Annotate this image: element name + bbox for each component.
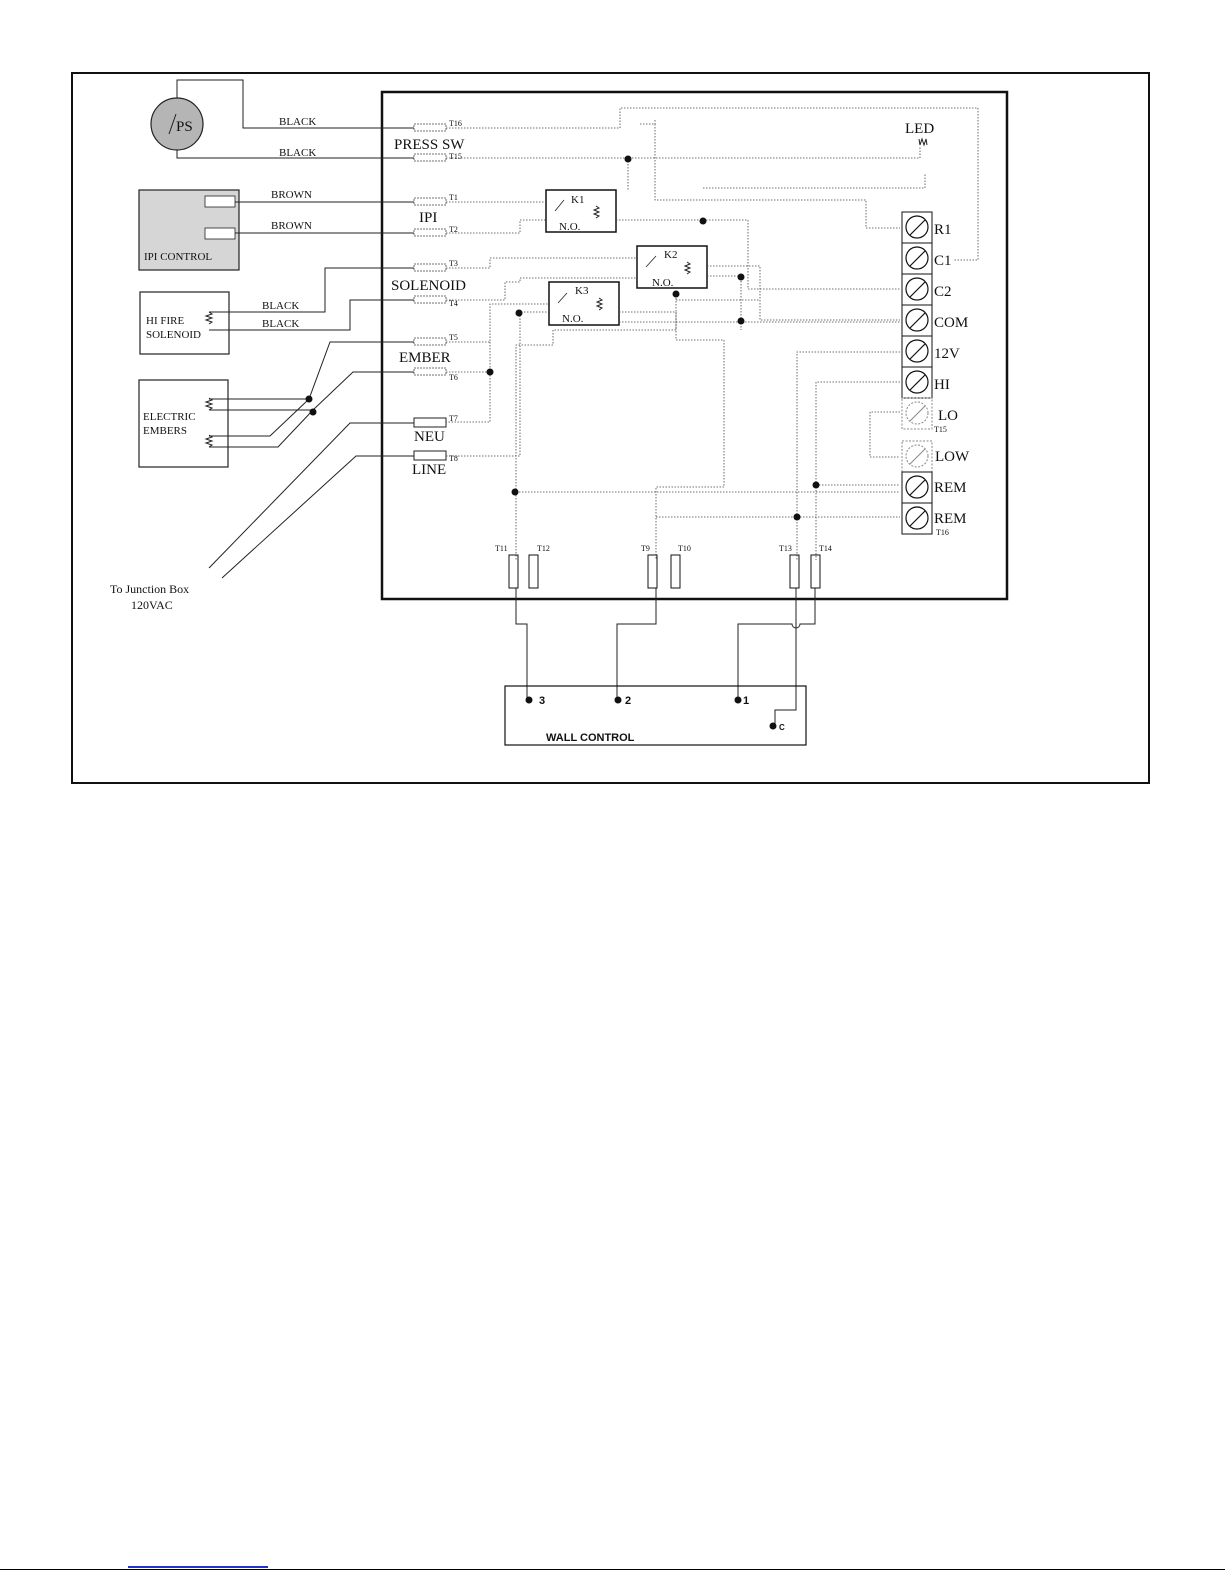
terminal-t13: T13: [779, 544, 792, 553]
wall-terminal-2: 2: [625, 695, 631, 707]
wall-control-label: WALL CONTROL: [546, 732, 635, 744]
terminal-12v: 12V: [934, 346, 960, 362]
outer-frame: [72, 73, 1149, 783]
wall-terminal-c: C: [779, 723, 785, 732]
wire-black-3: BLACK: [262, 300, 299, 312]
terminal-t3: T3: [449, 259, 458, 268]
terminal-low: LOW: [935, 449, 970, 465]
wire-black-2: BLACK: [279, 147, 316, 159]
terminal-c2: C2: [934, 284, 952, 300]
relay-k1: K1 N.O.: [546, 190, 616, 233]
hi-fire-label-1: HI FIRE: [146, 315, 184, 327]
relay-k1-name: K1: [571, 194, 584, 206]
label-line: LINE: [412, 462, 446, 478]
embers-label-2: EMBERS: [143, 425, 187, 437]
wall-terminal-1: 1: [743, 695, 749, 707]
terminal-t11: T11: [495, 544, 508, 553]
wire-brown-1: BROWN: [271, 189, 312, 201]
label-press-sw: PRESS SW: [394, 137, 465, 153]
terminal-t14: T14: [819, 544, 832, 553]
terminal-t1: T1: [449, 193, 458, 202]
terminal-t5: T5: [449, 333, 458, 342]
ipi-control-label: IPI CONTROL: [144, 251, 212, 263]
wall-control-box: 3 2 1 C WALL CONTROL: [505, 686, 806, 745]
wire-brown-2: BROWN: [271, 220, 312, 232]
terminal-hi: HI: [934, 377, 950, 393]
terminal-rem-2: REM: [934, 511, 967, 527]
ps-label: PS: [176, 119, 193, 135]
label-ipi: IPI: [419, 210, 437, 226]
terminal-t16: T16: [449, 119, 462, 128]
label-solenoid: SOLENOID: [391, 278, 466, 294]
wire-black-1: BLACK: [279, 116, 316, 128]
terminal-strip: R1 C1 C2 COM 12V HI LO T15 LOW REM REM T…: [902, 212, 970, 537]
terminal-r1: R1: [934, 222, 952, 238]
relay-k2-name: K2: [664, 249, 677, 261]
wire-black-4: BLACK: [262, 318, 299, 330]
relay-k2: K2 N.O.: [637, 246, 707, 289]
relay-k1-contact: N.O.: [559, 221, 581, 233]
terminal-t7: T7: [449, 414, 458, 423]
board-traces: [446, 108, 978, 560]
terminal-t12: T12: [537, 544, 550, 553]
hi-fire-solenoid-box: HI FIRE SOLENOID: [140, 292, 229, 354]
terminal-t10: T10: [678, 544, 691, 553]
terminal-c1: C1: [934, 253, 952, 269]
junction-label-2: 120VAC: [131, 598, 173, 612]
pressure-switch: PS: [151, 98, 203, 150]
relay-k3-name: K3: [575, 285, 589, 297]
terminal-lo-note: T15: [934, 425, 947, 434]
junction-dots: [487, 156, 820, 521]
terminal-rem-1: REM: [934, 480, 967, 496]
terminal-com: COM: [934, 315, 968, 331]
relay-k3-contact: N.O.: [562, 313, 584, 325]
terminal-t15: T15: [449, 152, 462, 161]
ipi-control-box: IPI CONTROL: [139, 190, 239, 270]
terminal-t8: T8: [449, 454, 458, 463]
footer-link-underline[interactable]: [128, 1566, 268, 1568]
hi-fire-label-2: SOLENOID: [146, 329, 201, 341]
relay-k3: K3 N.O.: [549, 282, 619, 325]
led-label: LED: [905, 121, 934, 137]
electric-embers-box: ELECTRIC EMBERS: [139, 380, 228, 467]
terminal-lo: LO: [938, 408, 958, 424]
terminal-t6: T6: [449, 373, 458, 382]
terminal-rem-note: T16: [936, 528, 949, 537]
terminal-t9: T9: [641, 544, 650, 553]
wall-terminal-3: 3: [539, 695, 545, 707]
relay-k2-contact: N.O.: [652, 277, 674, 289]
junction-label-1: To Junction Box: [110, 582, 189, 596]
label-ember: EMBER: [399, 350, 451, 366]
embers-label-1: ELECTRIC: [143, 411, 196, 423]
label-neu: NEU: [414, 429, 445, 445]
board-terminals-bottom: T11 T12 T9 T10 T13 T14: [495, 544, 832, 588]
footer-rule: [0, 1569, 1225, 1570]
